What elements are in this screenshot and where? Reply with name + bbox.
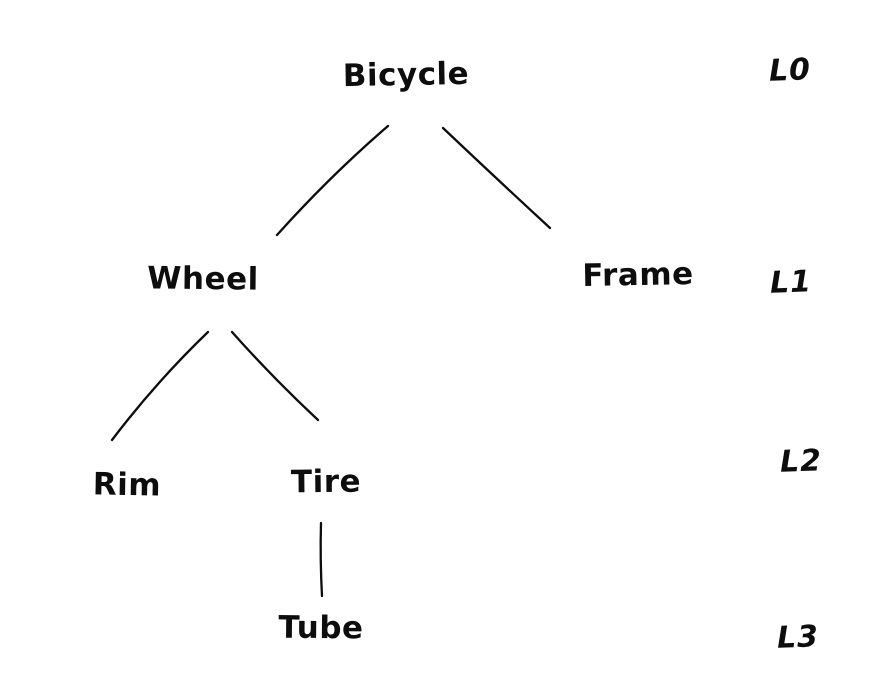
- node-frame: Frame: [582, 256, 694, 294]
- node-wheel: Wheel: [147, 260, 259, 298]
- edge-bicycle-wheel: [275, 124, 390, 237]
- node-rim: Rim: [92, 466, 162, 504]
- edge-wheel-tire: [230, 330, 320, 422]
- level-label-l1: L1: [769, 264, 813, 301]
- node-bicycle: Bicycle: [342, 55, 470, 95]
- node-tube: Tube: [278, 609, 364, 647]
- node-tire: Tire: [290, 463, 362, 501]
- level-label-l0: L0: [768, 52, 812, 89]
- edge-bicycle-frame: [441, 126, 552, 230]
- edge-tire-tube: [319, 521, 324, 598]
- level-label-l3: L3: [776, 619, 820, 656]
- edge-wheel-rim: [110, 330, 210, 442]
- level-label-l2: L2: [779, 443, 823, 480]
